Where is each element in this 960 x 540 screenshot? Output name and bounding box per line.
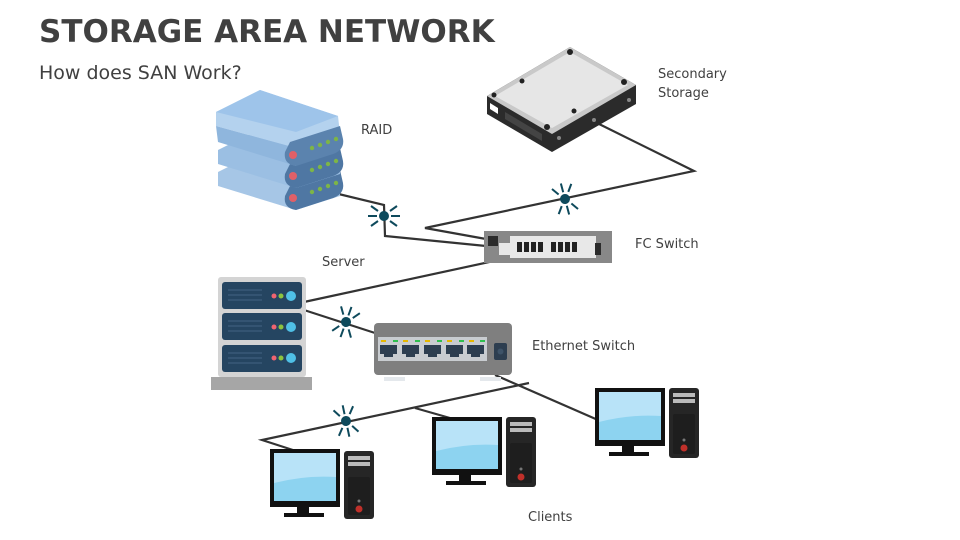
link-storage-fc-switch — [424, 121, 698, 241]
signal-icon — [332, 405, 360, 437]
secondary-storage-label-line1: Secondary — [658, 67, 727, 82]
server-unit — [222, 313, 302, 340]
link-ethernet-clients-bus — [257, 381, 530, 453]
fc-switch-icon — [484, 231, 612, 263]
link-bus-client2 — [414, 406, 451, 420]
signal-icon — [331, 306, 361, 338]
server-unit — [222, 282, 302, 309]
page-title: STORAGE AREA NETWORK — [39, 14, 495, 50]
signal-icon — [551, 183, 579, 215]
link-ethernet-client3 — [494, 373, 599, 422]
ethernet-ports — [380, 340, 485, 357]
signal-icon — [368, 205, 400, 227]
ethernet-switch-label: Ethernet Switch — [532, 339, 636, 354]
client-computer-icon — [270, 449, 374, 519]
raid-label: RAID — [361, 123, 393, 138]
ethernet-switch-icon — [374, 323, 512, 381]
page-subtitle: How does SAN Work? — [39, 62, 242, 84]
server-unit — [222, 345, 302, 372]
client-computer-icon — [595, 388, 699, 458]
link-raid-fc-switch — [321, 188, 487, 248]
secondary-storage-label-line2: Storage — [658, 86, 709, 101]
link-server-ethernet — [303, 308, 376, 335]
clients-label: Clients — [528, 510, 573, 525]
client-computer-icon — [432, 417, 536, 487]
raid-icon — [216, 90, 344, 210]
raid-disk — [216, 90, 344, 166]
server-icon — [211, 277, 312, 390]
hard-disk-icon — [487, 47, 636, 152]
server-label: Server — [322, 255, 365, 270]
fc-switch-label: FC Switch — [635, 237, 699, 252]
